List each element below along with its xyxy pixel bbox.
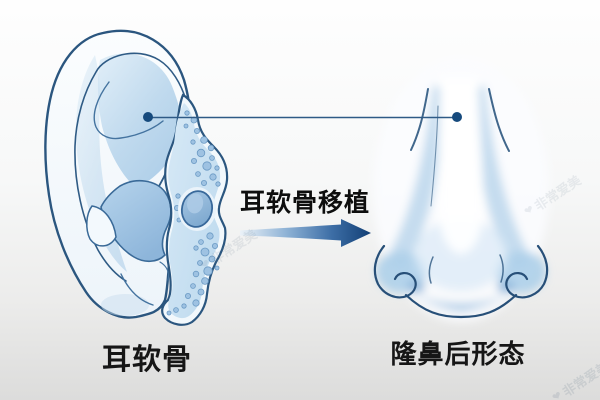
ear-illustration <box>44 29 192 319</box>
ear-cartilage-label: 耳软骨 <box>101 344 192 376</box>
transfer-label: 耳软骨移植 <box>239 189 370 217</box>
cartilage-cross-section-illustration <box>161 93 229 326</box>
nose-graft-point-dot <box>452 112 462 122</box>
rhinoplasty-result-label: 隆鼻后形态 <box>390 339 526 369</box>
transfer-arrow-icon <box>240 219 371 247</box>
ear-graft-point-dot <box>143 112 153 122</box>
nose-illustration <box>373 58 549 322</box>
